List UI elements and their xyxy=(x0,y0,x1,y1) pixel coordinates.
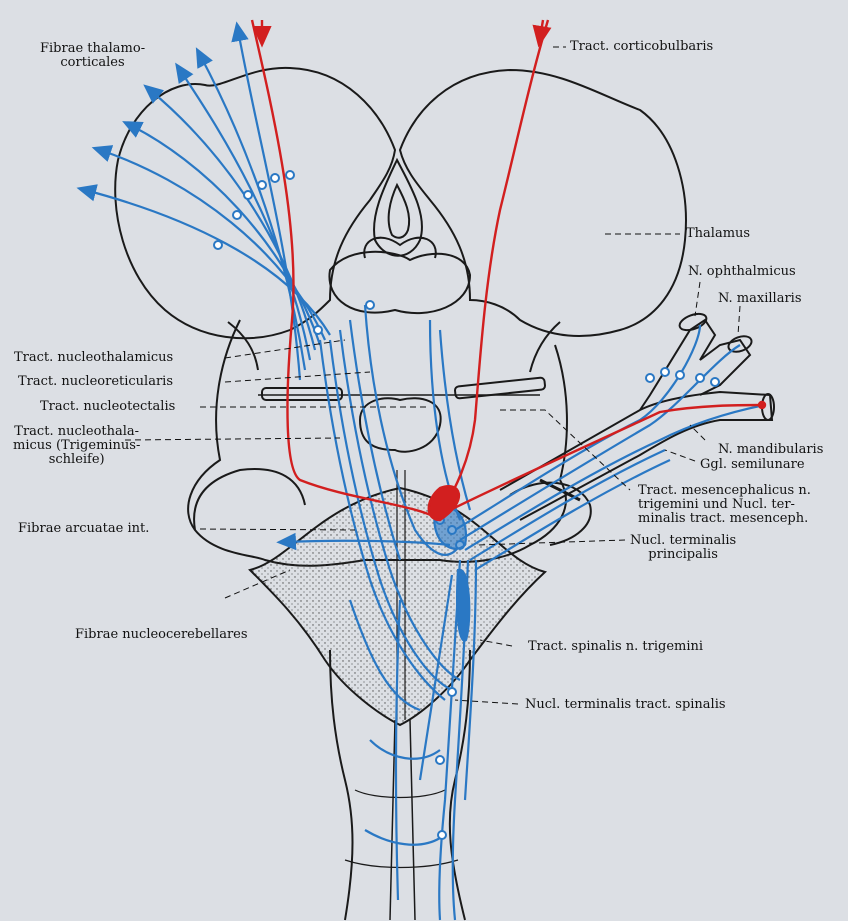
arcuate-fiber xyxy=(276,532,451,551)
label-tract-nucleothalamicus: Tract. nucleothalamicus xyxy=(14,350,174,365)
corticobulbar-tract-left xyxy=(250,19,441,521)
label-fibrae-nucleocerebellares: Fibrae nucleocerebellares xyxy=(75,627,248,642)
thalamocortical-fiber xyxy=(122,121,322,346)
label-n-ophthalmicus: N. ophthalmicus xyxy=(688,264,796,279)
label-ggl-semilunare: Ggl. semilunare xyxy=(700,457,805,472)
trochlear-nerve-right xyxy=(454,376,546,400)
thalamocortical-fiber xyxy=(175,62,312,361)
leader-lines xyxy=(124,46,741,705)
label-fibrae-arcuatae-int: Fibrae arcuatae int. xyxy=(18,521,150,536)
label-nucl-terminalis-principalis: Nucl. terminalis principalis xyxy=(630,533,737,562)
label-tract-nucleothalamicus-trigeminusschleife: Tract. nucleothala- micus (Trigeminus- s… xyxy=(13,424,141,467)
thalamocortical-fiber xyxy=(76,184,331,336)
left-thalamus-outline xyxy=(114,66,397,340)
label-thalamus: Thalamus xyxy=(686,226,751,241)
thalamocortical-fiber xyxy=(91,145,327,341)
sensory-pathways xyxy=(76,21,766,921)
thalamocortical-fiber xyxy=(195,47,307,371)
thalamocortical-fiber xyxy=(231,21,302,381)
motor-pathways xyxy=(250,19,767,522)
label-tract-mesencephalicus: Tract. mesencephalicus n. trigemini und … xyxy=(638,483,811,526)
right-thalamus-outline xyxy=(398,68,687,337)
label-tract-corticobulbaris: Tract. corticobulbaris xyxy=(570,39,714,54)
pineal-outline xyxy=(373,157,423,257)
label-tract-spinalis-n-trigemini: Tract. spinalis n. trigemini xyxy=(528,639,704,654)
trochlear-nerve-left xyxy=(261,387,343,401)
corticobulbar-tract-right xyxy=(438,19,550,516)
motor-root xyxy=(439,403,766,517)
label-fibrae-thalamocorticales: Fibrae thalamo- corticales xyxy=(40,41,146,70)
label-tract-nucleotectalis: Tract. nucleotectalis xyxy=(40,399,176,414)
medulla-outline xyxy=(329,649,354,921)
label-nucl-terminalis-tract-spinalis: Nucl. terminalis tract. spinalis xyxy=(525,697,726,712)
label-n-maxillaris: N. maxillaris xyxy=(718,291,802,306)
label-n-mandibularis: N. mandibularis xyxy=(718,442,824,457)
superior-colliculi-outline xyxy=(328,250,472,315)
label-tract-nucleoreticularis: Tract. nucleoreticularis xyxy=(18,374,174,389)
